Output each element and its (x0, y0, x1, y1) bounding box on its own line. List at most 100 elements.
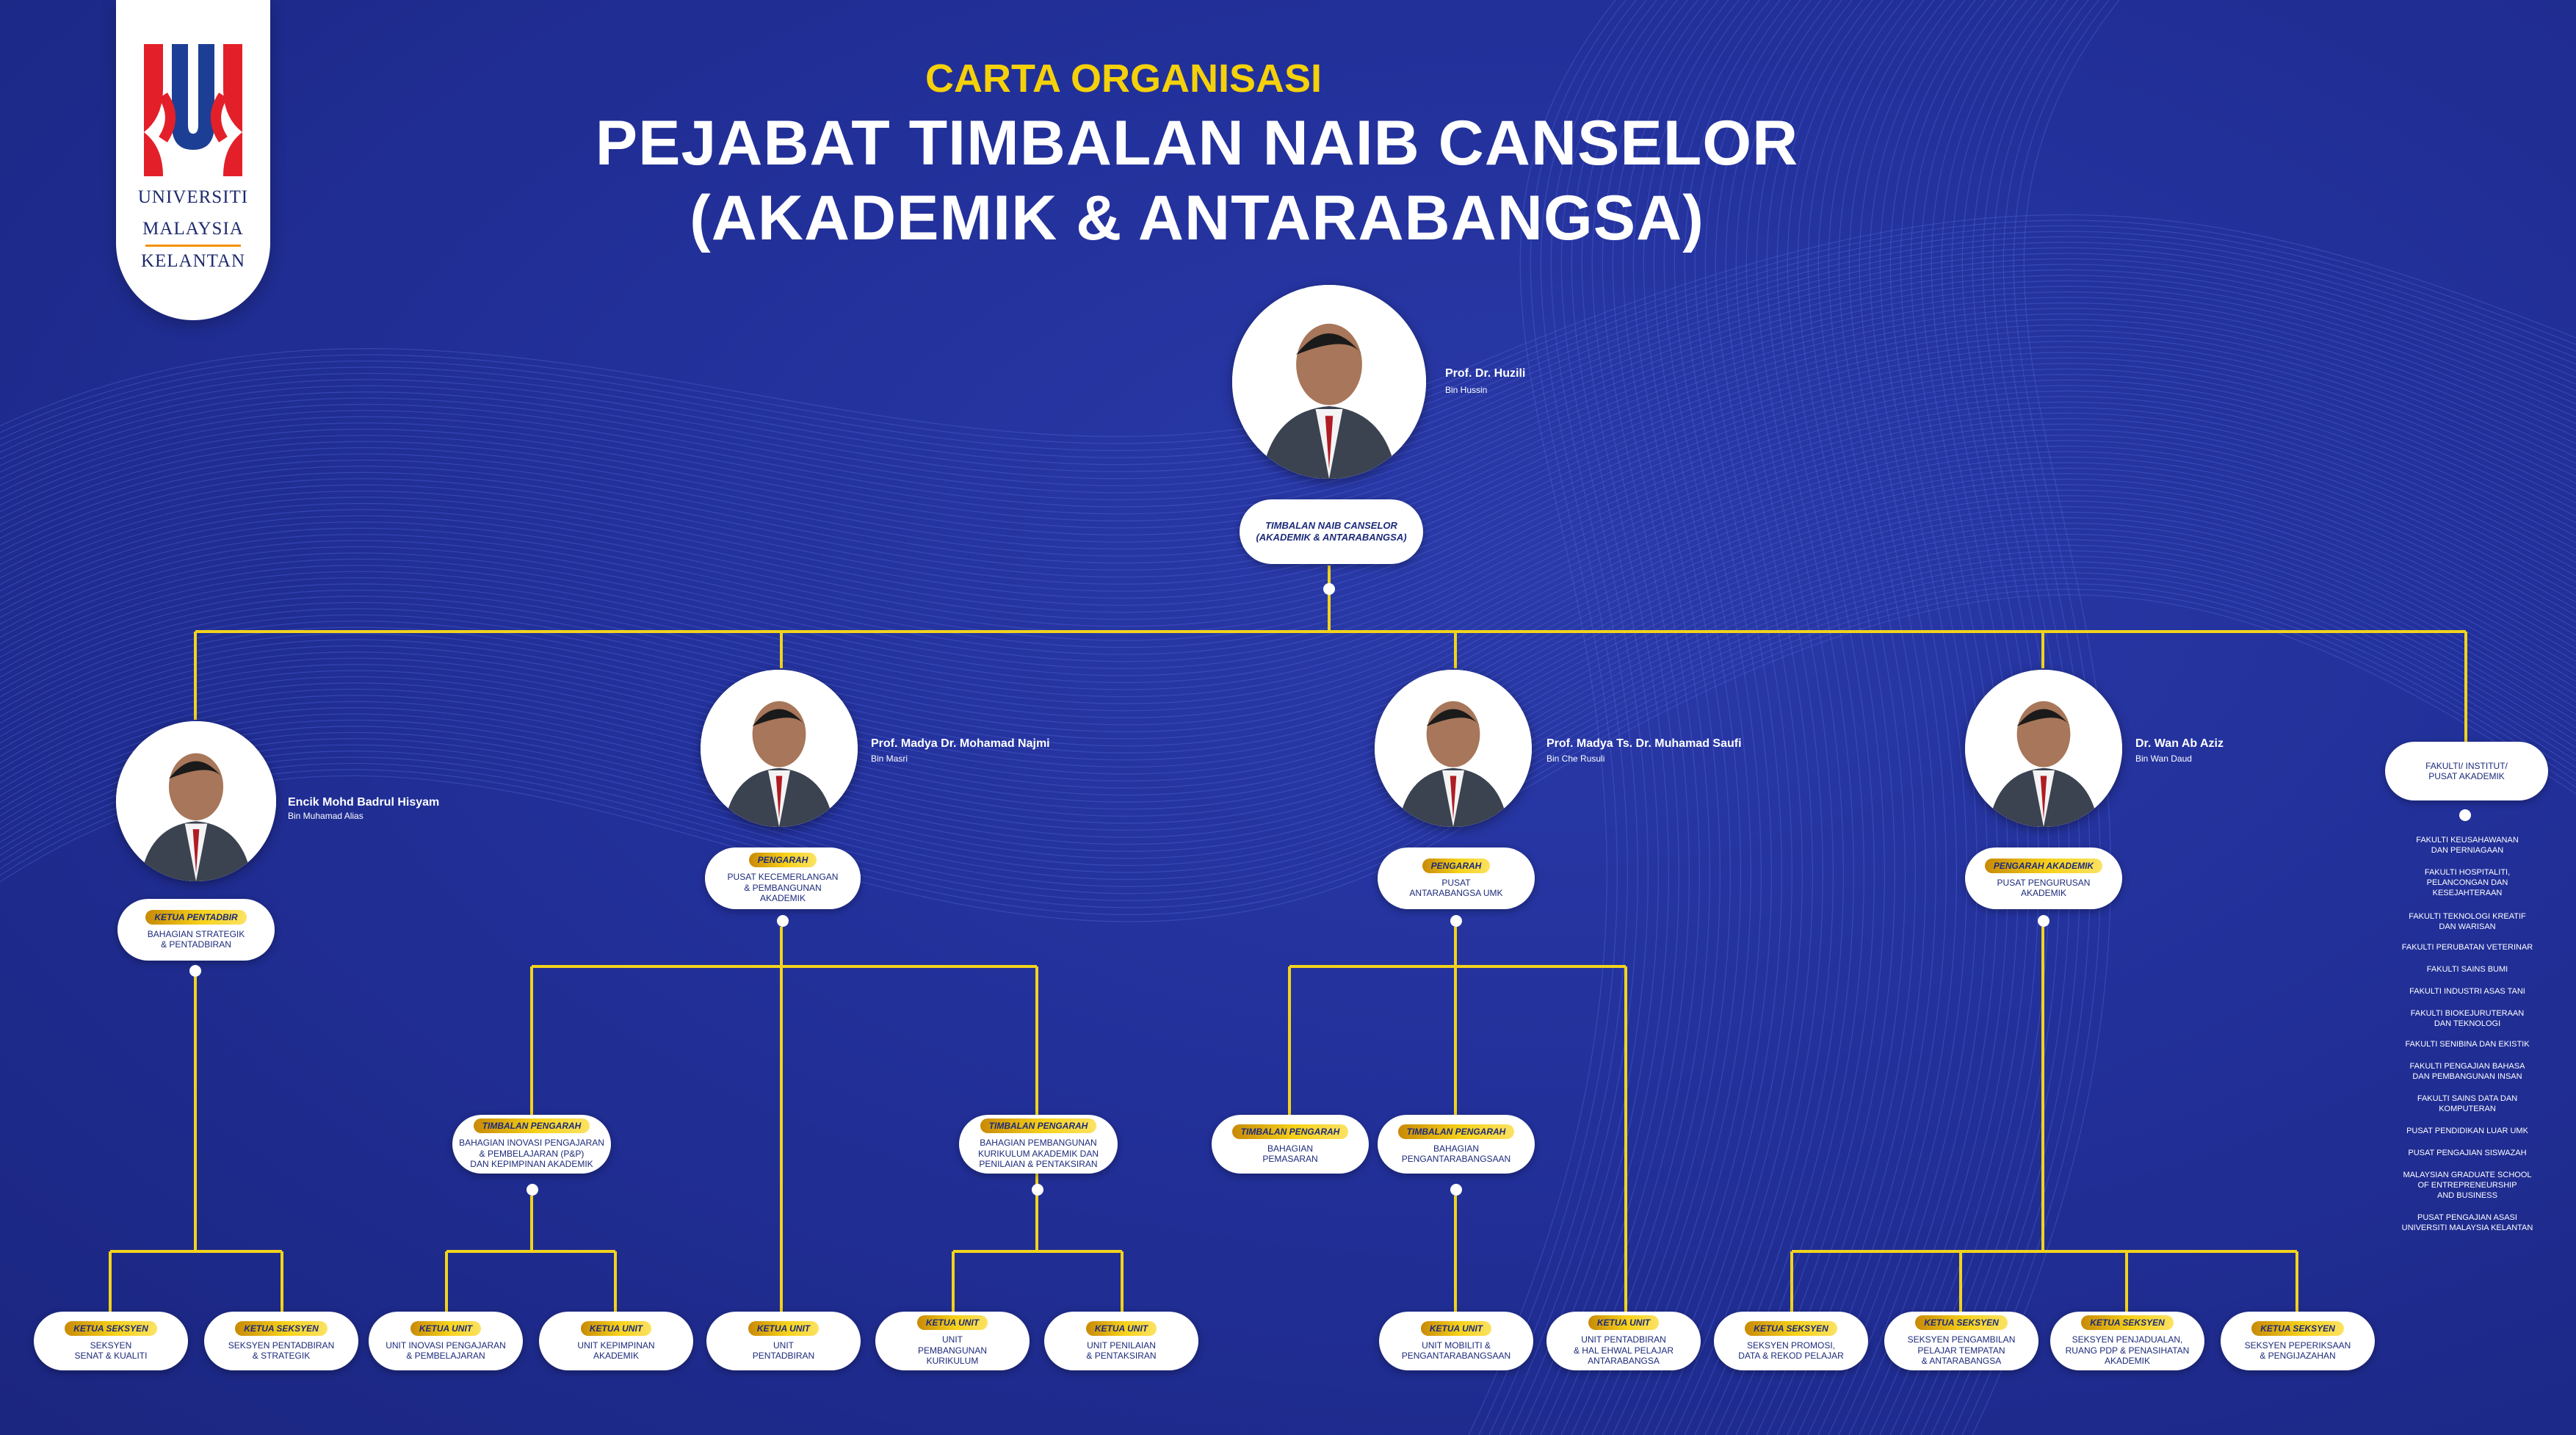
wave-line (1632, 0, 1781, 1435)
wave-line (1674, 0, 1822, 1435)
wave-line (1776, 0, 1925, 1435)
level4-box-10: KETUA SEKSYEN SEKSYEN PROMOSI, DATA & RE… (1714, 1312, 1868, 1370)
role-pill: KETUA SEKSYEN (2081, 1315, 2174, 1331)
wave-line (1643, 0, 1791, 1435)
page-title-line1: PEJABAT TIMBALAN NAIB CANSELOR (595, 108, 1799, 178)
role-pill: KETUA UNIT (916, 1315, 988, 1331)
role-pill: PENGARAH AKADEMIK (1984, 858, 2103, 873)
wave-line (0, 588, 2576, 916)
wave-line (0, 555, 2576, 873)
avatar-tie (192, 829, 200, 874)
person-avatar-icon (116, 721, 276, 881)
wave-line (0, 379, 2576, 648)
connector-dot (777, 915, 789, 927)
wave-line (0, 506, 2576, 810)
wave-line (1488, 0, 1637, 1435)
faculty-item: FAKULTI BIOKEJURUTERAAN DAN TEKNOLOGI (2410, 1009, 2525, 1028)
wave-line (0, 456, 2576, 747)
role-pill: TIMBALAN PENGARAH (1397, 1124, 1515, 1139)
level2-1-sub: Bin Muhamad Alias (288, 811, 363, 821)
level3-box-2: TIMBALAN PENGARAH BAHAGIAN PEMBANGUNAN K… (959, 1115, 1118, 1174)
wave-line (0, 495, 2576, 796)
unit-text: UNIT KEPIMPINAN AKADEMIK (577, 1340, 655, 1361)
connector-dot (1032, 1184, 1043, 1196)
wave-line (1756, 0, 1904, 1435)
faculty-item: FAKULTI HOSPITALITI, PELANCONGAN DAN KES… (2424, 868, 2511, 897)
logo-text-universiti: UNIVERSITI (137, 187, 249, 207)
wave-line (0, 517, 2576, 824)
connector-dot (1450, 915, 1462, 927)
wave-line (1869, 0, 2017, 1435)
connector-dot (1450, 1184, 1462, 1196)
wave-line (1961, 0, 2110, 1435)
portrait-top (1232, 285, 1426, 479)
unit-text: BAHAGIAN PEMASARAN (1262, 1143, 1318, 1164)
role-pill: KETUA UNIT (410, 1320, 482, 1336)
connector-dot (189, 965, 201, 977)
wave-line (0, 500, 2576, 803)
top-sub: Bin Hussin (1445, 385, 1488, 395)
role-pill: TIMBALAN PENGARAH (473, 1118, 590, 1134)
wave-line (0, 566, 2576, 887)
wave-line (0, 511, 2576, 817)
role-pill: TIMBALAN PENGARAH (1231, 1124, 1349, 1139)
portrait-level2-1 (116, 721, 276, 881)
wave-line (0, 539, 2576, 852)
wave-line (0, 429, 2576, 712)
unit-text: PUSAT ANTARABANGSA UMK (1409, 877, 1503, 898)
faculty-item: FAKULTI SENIBINA DAN EKISTIK (2405, 1040, 2530, 1049)
wave-line (0, 286, 2576, 529)
wave-line (1468, 0, 1616, 1435)
connector-dot (2459, 809, 2471, 821)
unit-text: BAHAGIAN STRATEGIK & PENTADBIRAN (147, 928, 245, 950)
connector-dot (527, 1184, 538, 1196)
unit-text: SEKSYEN PENJADUALAN, RUANG PDP & PENASIH… (2065, 1334, 2190, 1367)
wave-line (1848, 0, 1997, 1435)
unit-text: BAHAGIAN PEMBANGUNAN KURIKULUM AKADEMIK … (977, 1138, 1099, 1170)
connector-dot (2038, 915, 2049, 927)
wave-line (1797, 0, 1945, 1435)
person-avatar-icon (1965, 670, 2122, 827)
wave-line (0, 478, 2576, 775)
wave-line (1745, 0, 1894, 1435)
wave-line (1766, 0, 1914, 1435)
level2-1-name: Encik Mohd Badrul Hisyam (288, 796, 440, 809)
top-role-text: TIMBALAN NAIB CANSELOR (AKADEMIK & ANTAR… (1256, 520, 1407, 543)
wave-line (1519, 0, 1668, 1435)
unit-text: UNIT PENTADBIRAN & HAL EHWAL PELAJAR ANT… (1573, 1334, 1674, 1367)
wave-line (1591, 0, 1740, 1435)
faculty-item: PUSAT PENDIDIKAN LUAR UMK (2406, 1127, 2528, 1135)
faculty-box: FAKULTI/ INSTITUT/ PUSAT AKADEMIK (2385, 742, 2548, 800)
avatar-tie (2040, 776, 2047, 820)
portrait-level2-4 (1965, 670, 2122, 827)
unit-text: SEKSYEN PENTADBIRAN & STRATEGIK (228, 1340, 335, 1361)
wave-line (0, 533, 2576, 845)
unit-text: SEKSYEN PEPERIKSAAN & PENGIJAZAHAN (2244, 1340, 2351, 1361)
wave-line (1889, 0, 2038, 1435)
wave-line (0, 434, 2576, 718)
role-pill: KETUA SEKSYEN (235, 1320, 328, 1336)
role-pill: TIMBALAN PENGARAH (980, 1118, 1097, 1134)
wave-line (1900, 0, 2048, 1435)
wave-line (1725, 0, 1873, 1435)
level2-box-3: PENGARAH PUSAT ANTARABANGSA UMK (1378, 847, 1535, 909)
umk-logo: UNIVERSITI MALAYSIA KELANTAN (116, 0, 270, 320)
avatar-hair (2016, 709, 2071, 727)
wave-line (0, 291, 2576, 535)
wave-line (0, 577, 2576, 901)
wave-line (0, 489, 2576, 789)
wave-line (1951, 0, 2099, 1435)
wave-line (1612, 0, 1760, 1435)
level2-3-sub: Bin Che Rusuli (1546, 753, 1605, 764)
wave-line (1807, 0, 1955, 1435)
wave-line (0, 407, 2576, 683)
unit-text: UNIT PENTADBIRAN (752, 1340, 815, 1361)
umk-logo-mark-icon (144, 44, 242, 176)
role-pill: KETUA SEKSYEN (65, 1320, 157, 1336)
role-pill: KETUA UNIT (1085, 1320, 1157, 1336)
level2-3-name: Prof. Madya Ts. Dr. Muhamad Saufi (1546, 737, 1742, 750)
level4-box-1: KETUA SEKSYEN SEKSYEN SENAT & KUALITI (34, 1312, 188, 1370)
wave-line (0, 385, 2576, 655)
wave-line (0, 528, 2576, 838)
